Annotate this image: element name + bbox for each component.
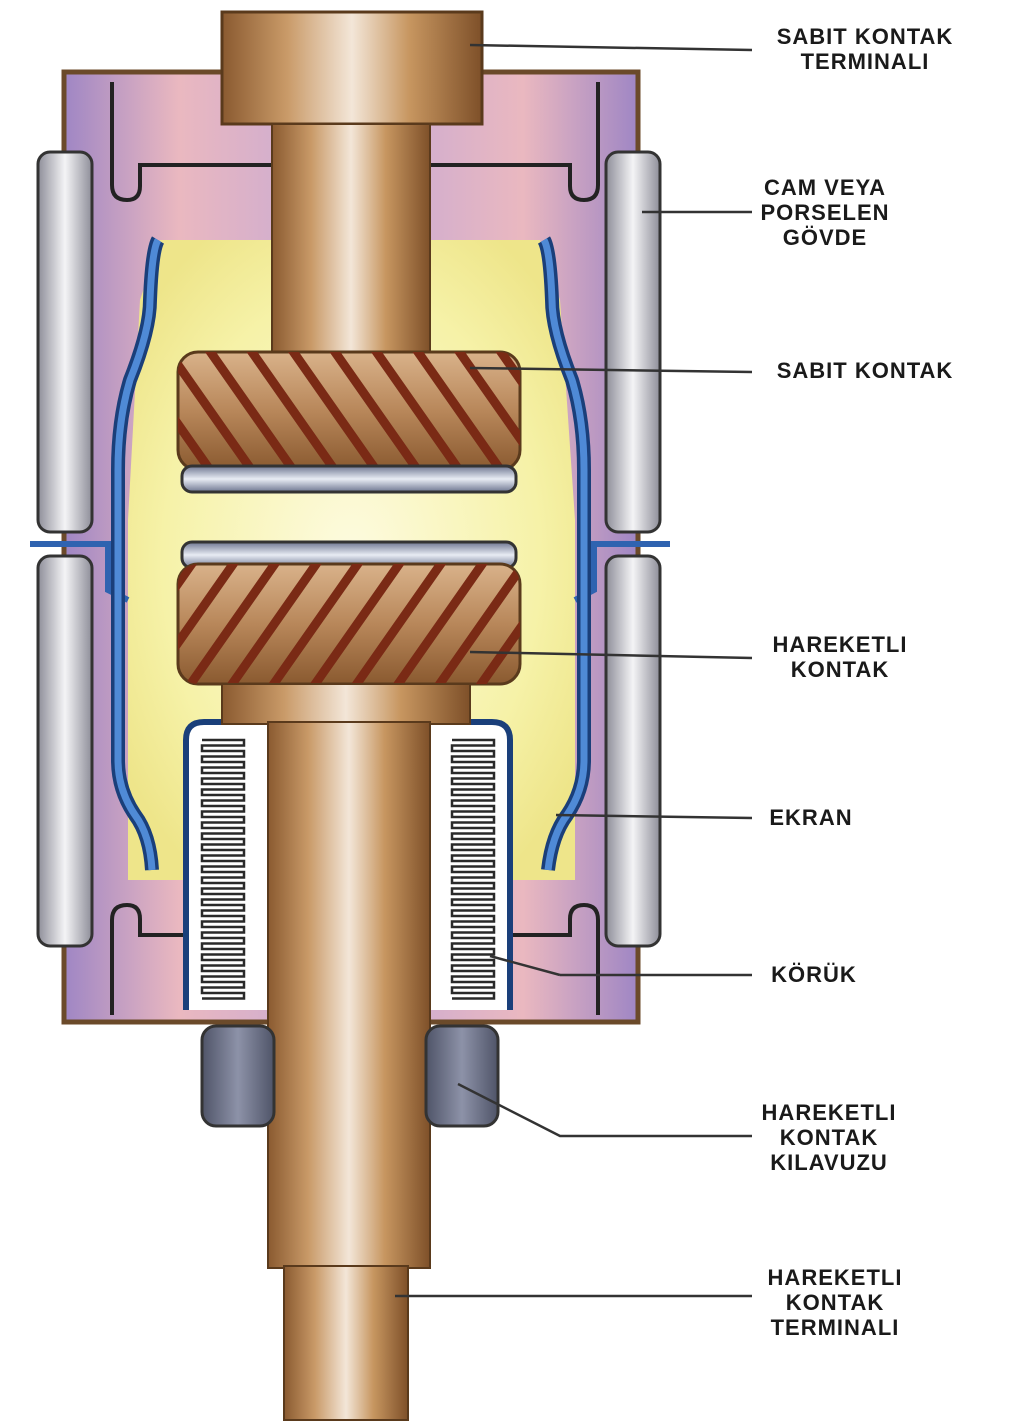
- moving-stem: [267, 721, 431, 1269]
- label-line: TERMINALI: [800, 49, 930, 74]
- contact-guide-left: [200, 1024, 276, 1128]
- bellows-right: [450, 738, 496, 1000]
- insulator-left-upper: [36, 150, 94, 534]
- fixed-terminal-cap: [220, 10, 484, 126]
- label-line: PORSELEN: [760, 200, 890, 225]
- bellows-folds: [450, 738, 496, 1000]
- label-bellows: KÖRÜK: [755, 962, 873, 987]
- label-line: KÖRÜK: [771, 962, 857, 987]
- moving-stem-collar: [221, 683, 471, 725]
- label-line: EKRAN: [769, 805, 853, 830]
- label-line: SABIT KONTAK: [776, 358, 954, 383]
- bellows-folds: [200, 738, 246, 1000]
- leader-lines: [395, 43, 753, 1298]
- bellows-left: [200, 738, 246, 1000]
- label-line: HAREKETLI: [761, 1100, 897, 1125]
- fixed-contact-disc: [180, 464, 518, 494]
- label-line: KONTAK: [785, 1290, 885, 1315]
- label-line: TERMINALI: [770, 1315, 900, 1340]
- insulator-right-upper: [604, 150, 662, 534]
- contact-guide-right: [424, 1024, 500, 1128]
- insulator-left-lower: [36, 554, 94, 948]
- label-line: KONTAK: [790, 657, 890, 682]
- moving-terminal: [283, 1265, 409, 1421]
- label-fixed-contact: SABIT KONTAK: [755, 358, 975, 383]
- label-line: HAREKETLI: [767, 1265, 903, 1290]
- label-line: SABIT KONTAK: [776, 24, 954, 49]
- label-line: CAM VEYA: [763, 175, 887, 200]
- insulator-right-lower: [604, 554, 662, 948]
- fixed-stem: [271, 123, 431, 355]
- label-line: GÖVDE: [782, 225, 868, 250]
- label-line: KILAVUZU: [770, 1150, 888, 1175]
- label-shield: EKRAN: [755, 805, 867, 830]
- label-line: HAREKETLI: [772, 632, 908, 657]
- label-line: KONTAK: [779, 1125, 879, 1150]
